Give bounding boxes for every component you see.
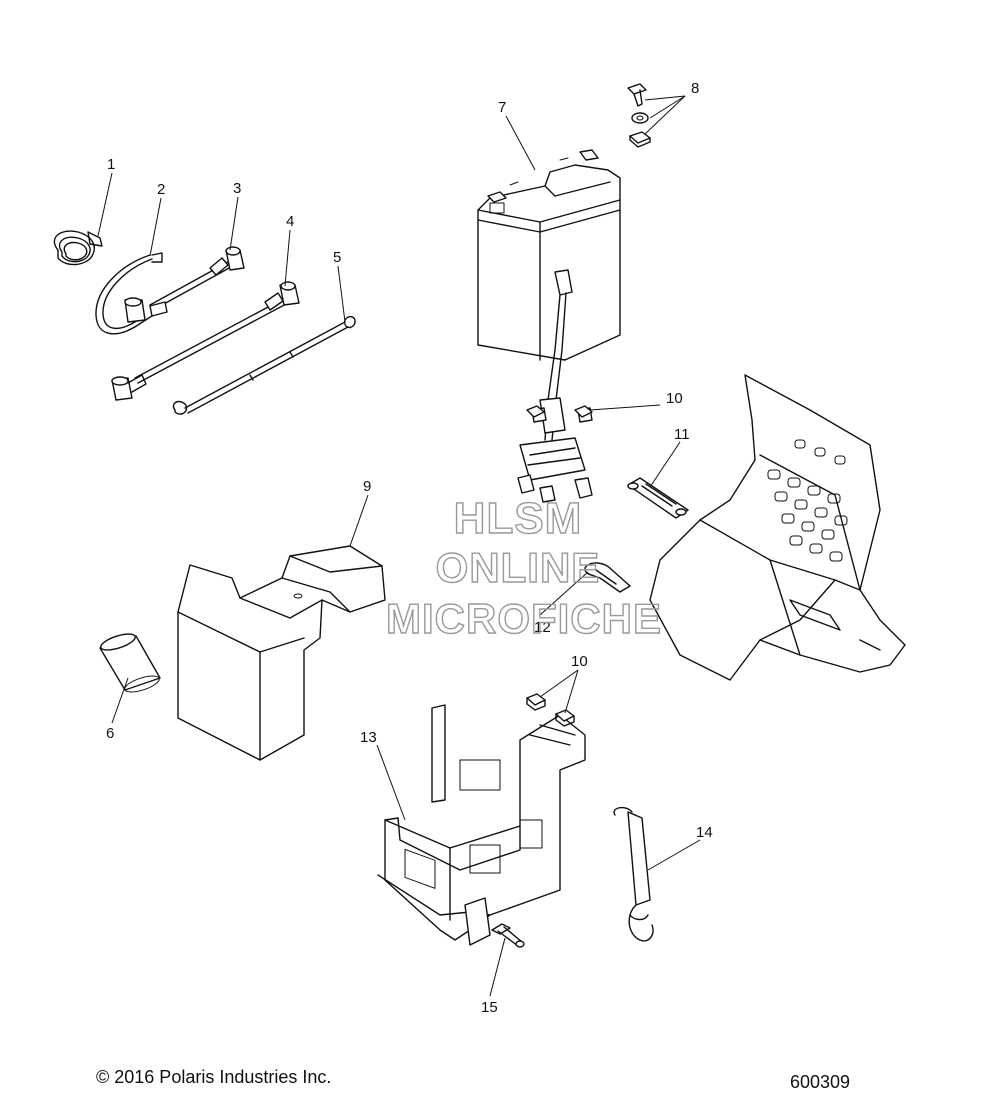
callout-10b: 10 (571, 653, 588, 670)
callout-4: 4 (286, 213, 294, 230)
part-1-clamp (53, 230, 103, 266)
watermark-line-3: MICROFICHE (386, 595, 662, 642)
leader-lines (97, 95, 701, 997)
callout-1: 1 (107, 156, 115, 173)
copyright-text: © 2016 Polaris Industries Inc. (96, 1067, 332, 1087)
callout-3: 3 (233, 180, 241, 197)
part-2-cable (95, 252, 163, 335)
part-14-strap (613, 806, 654, 942)
figure-number: 600309 (790, 1072, 851, 1092)
part-6-sleeve (99, 633, 161, 693)
part-9-cover (177, 545, 386, 761)
callout-2: 2 (157, 181, 165, 198)
watermark: HLSM ONLINE MICROFICHE (385, 493, 662, 642)
callout-8: 8 (691, 80, 699, 97)
callout-10a: 10 (666, 390, 683, 407)
part-13-tray (377, 704, 586, 946)
watermark-line-2: ONLINE (436, 544, 601, 591)
callout-13: 13 (360, 729, 377, 746)
part-10-nuts-upper (526, 405, 593, 418)
callout-labels: 1 2 3 4 5 6 7 8 9 10 10 11 12 13 14 15 (106, 80, 713, 1016)
part-3-cable (149, 246, 245, 317)
callout-11: 11 (674, 426, 690, 443)
callout-5: 5 (333, 249, 341, 266)
callout-15: 15 (481, 999, 498, 1016)
part-7-battery (477, 149, 621, 361)
part-5-cable (172, 315, 356, 415)
callout-14: 14 (696, 824, 713, 841)
vehicle-frame (649, 374, 906, 681)
callout-7: 7 (498, 99, 506, 116)
part-8-hardware (627, 83, 651, 148)
callout-6: 6 (106, 725, 114, 742)
callout-12: 12 (534, 619, 551, 636)
battery-harness (517, 269, 593, 503)
part-4-cable (111, 281, 300, 401)
frame-cutouts (767, 439, 848, 562)
callout-9: 9 (363, 478, 371, 495)
watermark-line-1: HLSM (454, 494, 583, 543)
part-15-pin (491, 923, 525, 948)
part-11-bracket (627, 477, 689, 519)
